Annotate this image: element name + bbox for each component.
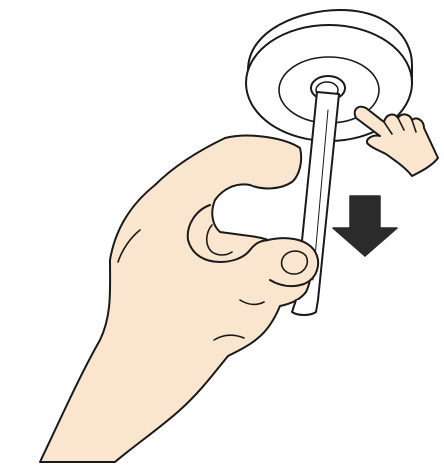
down-arrow-shape <box>333 196 397 256</box>
hand-palm <box>40 136 310 462</box>
rod-lower-end <box>292 300 318 315</box>
pressing-hand-shape <box>355 107 438 176</box>
grip-hand-icon <box>40 136 318 462</box>
hand-thumb-nail <box>282 251 308 274</box>
down-arrow-icon <box>333 196 397 256</box>
pressing-finger-hand-icon <box>355 107 438 176</box>
